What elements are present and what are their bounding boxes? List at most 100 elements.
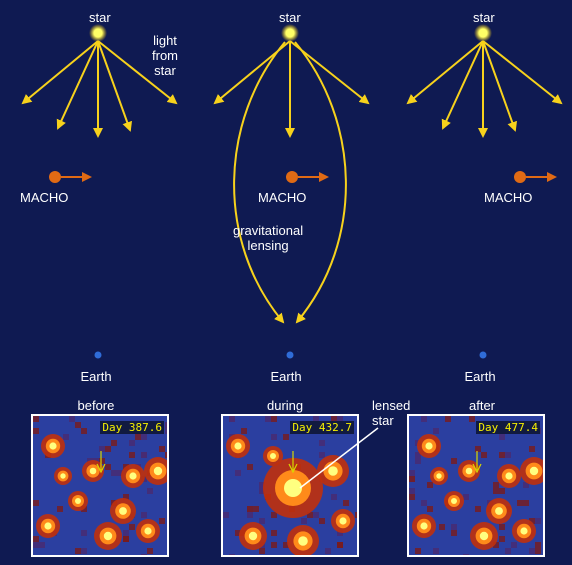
star-blob-core — [119, 507, 127, 515]
earth-label-center: Earth — [270, 369, 302, 384]
pixel — [451, 458, 457, 464]
caption-before: before — [77, 398, 115, 413]
pixel — [319, 440, 325, 446]
pixel — [283, 542, 289, 548]
star-label-center: star — [279, 10, 301, 25]
pixel — [33, 500, 39, 506]
macho-label-center: MACHO — [258, 190, 307, 205]
pixel — [445, 416, 451, 422]
caption-during: during — [267, 398, 304, 413]
pixel — [99, 458, 105, 464]
pixel — [247, 464, 253, 470]
pixel — [523, 500, 529, 506]
pixel — [331, 416, 337, 422]
pixel — [33, 416, 39, 422]
pixel — [81, 548, 87, 554]
pixel — [69, 416, 75, 422]
pixel — [529, 518, 535, 524]
pixel — [33, 536, 39, 542]
pixel — [141, 554, 147, 555]
panel-during: Day 432.7 — [221, 414, 359, 557]
star-blob-core — [248, 531, 258, 541]
pixel — [229, 416, 235, 422]
star-field-image — [223, 416, 357, 555]
pixel — [129, 524, 135, 530]
light-ray — [482, 40, 517, 132]
star-dot — [479, 29, 487, 37]
pixel — [99, 446, 105, 452]
panel-before: Day 387.6 — [31, 414, 169, 557]
pixel — [337, 416, 343, 422]
day-label: Day 432.7 — [290, 421, 354, 434]
pixel — [141, 452, 147, 458]
macho-dot — [286, 171, 298, 183]
pixel — [499, 524, 505, 530]
pixel — [511, 542, 517, 548]
pixel — [451, 530, 457, 536]
caption-after: after — [469, 398, 496, 413]
light-ray — [406, 40, 484, 105]
pixel — [271, 542, 277, 548]
pixel — [271, 530, 277, 536]
pixel — [325, 548, 331, 554]
star-blob-core — [339, 517, 347, 525]
star-blob-core — [465, 467, 473, 475]
pixel — [319, 452, 325, 458]
pixel — [529, 548, 535, 554]
pixel — [499, 536, 505, 542]
pixel — [517, 500, 523, 506]
light-ray — [97, 40, 132, 132]
light-from-star-label: light from star — [152, 33, 178, 78]
pixel — [271, 416, 277, 422]
pixel — [355, 512, 357, 518]
pixel — [259, 548, 265, 554]
pixel — [235, 470, 241, 476]
pixel — [229, 554, 235, 555]
pixel — [475, 506, 481, 512]
pixel — [409, 476, 415, 482]
star-blob-core — [520, 527, 528, 535]
pixel — [33, 542, 39, 548]
star-field-image — [409, 416, 543, 555]
pixel — [475, 446, 481, 452]
pixel — [271, 434, 277, 440]
pixel — [493, 488, 499, 494]
pixel — [535, 548, 541, 554]
panel-after: Day 477.4 — [407, 414, 545, 557]
pixel — [223, 512, 229, 518]
star-blob-core — [425, 442, 433, 450]
star-blob-core — [75, 498, 81, 504]
star-blob-core — [495, 507, 503, 515]
star-dot — [286, 29, 294, 37]
pixel — [439, 524, 445, 530]
pixel — [415, 452, 421, 458]
pixel — [499, 488, 505, 494]
pixel — [75, 422, 81, 428]
pixel — [105, 446, 111, 452]
earths — [94, 351, 487, 359]
pixel — [307, 512, 313, 518]
macho-dot — [49, 171, 61, 183]
light-ray — [482, 40, 563, 105]
pixel — [259, 518, 265, 524]
earth-dot — [479, 351, 487, 359]
pixel — [409, 494, 415, 500]
pixel — [123, 530, 129, 536]
star-blob-core — [420, 522, 428, 530]
pixel — [427, 506, 433, 512]
lensed-ray-left — [233, 41, 286, 324]
pixel — [421, 416, 427, 422]
pixel — [129, 452, 135, 458]
pixel — [463, 554, 469, 555]
star-dot — [94, 29, 102, 37]
pixel — [313, 512, 319, 518]
pixel — [331, 494, 337, 500]
pixel — [529, 446, 535, 452]
pixel — [271, 512, 277, 518]
pixel — [135, 434, 141, 440]
machos — [49, 171, 557, 183]
star-blob-core — [529, 466, 539, 476]
pixel — [253, 506, 259, 512]
target-arrowhead — [288, 463, 298, 474]
